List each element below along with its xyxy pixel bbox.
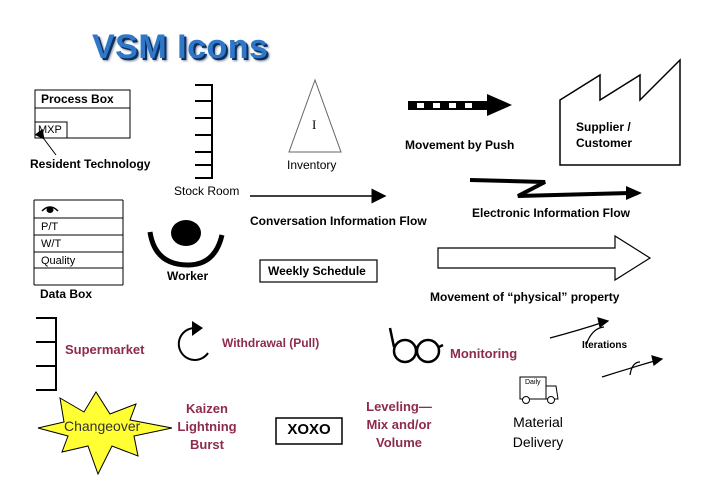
resident-technology-label: Resident Technology (30, 157, 151, 171)
customer-label: Customer (576, 136, 633, 150)
stock-room-icon (195, 84, 213, 179)
data-box-row-quality: Quality (41, 255, 76, 267)
data-box-icon (33, 199, 124, 286)
factory-icon (559, 58, 681, 166)
weekly-schedule-label: Weekly Schedule (268, 264, 366, 278)
changeover-label: Changeover (64, 418, 141, 434)
delivery-truck-icon (519, 376, 559, 404)
supermarket-icon (36, 317, 57, 391)
weekly-schedule-box (259, 259, 378, 283)
leveling-line-2: Mix and/or (366, 417, 432, 432)
process-box-label: Process Box (41, 92, 114, 106)
iterations-label: Iterations (582, 340, 628, 351)
daily-label: Daily (525, 379, 541, 386)
push-label: Movement by Push (405, 138, 515, 152)
process-box-icon (34, 89, 131, 156)
inventory-triangle-icon (288, 78, 342, 153)
worker-label: Worker (167, 269, 209, 283)
data-box-label: Data Box (40, 287, 93, 301)
conversation-flow-label: Conversation Information Flow (250, 214, 427, 228)
xoxo-label: XOXO (287, 421, 331, 438)
withdrawal-label: Withdrawal (Pull) (222, 336, 320, 350)
leveling-line-3: Volume (376, 435, 422, 450)
iterations-icon (549, 317, 664, 378)
supplier-label: Supplier / (576, 120, 631, 134)
physical-movement-arrow-icon (437, 234, 652, 282)
slide-title: VSM Icons (92, 28, 269, 66)
inventory-mark: I (312, 117, 317, 132)
push-arrow-icon (408, 94, 512, 116)
supermarket-label: Supermarket (65, 342, 145, 357)
data-box-row-wt: W/T (41, 238, 62, 250)
leveling-line-1: Leveling— (366, 399, 432, 414)
xoxo-box (275, 417, 343, 445)
kaizen-line-2: Lightning (177, 419, 237, 434)
mxp-label: MXP (38, 124, 62, 136)
physical-movement-label: Movement of “physical” property (430, 290, 620, 304)
kaizen-line-1: Kaizen (186, 401, 228, 416)
inventory-label: Inventory (287, 158, 337, 172)
pull-arrow-icon (177, 321, 209, 361)
electronic-info-arrow-icon (469, 178, 642, 200)
electronic-flow-label: Electronic Information Flow (472, 206, 631, 220)
material-delivery-line-1: Material (513, 414, 563, 430)
worker-icon (147, 220, 225, 268)
data-box-row-pt: P/T (41, 221, 59, 233)
glasses-icon (388, 327, 444, 364)
kaizen-line-3: Burst (190, 437, 224, 452)
changeover-starburst-icon (37, 391, 173, 476)
eye-icon (41, 206, 59, 213)
stock-room-label: Stock Room (174, 184, 240, 198)
monitoring-label: Monitoring (450, 346, 518, 361)
material-delivery-line-2: Delivery (512, 434, 564, 450)
